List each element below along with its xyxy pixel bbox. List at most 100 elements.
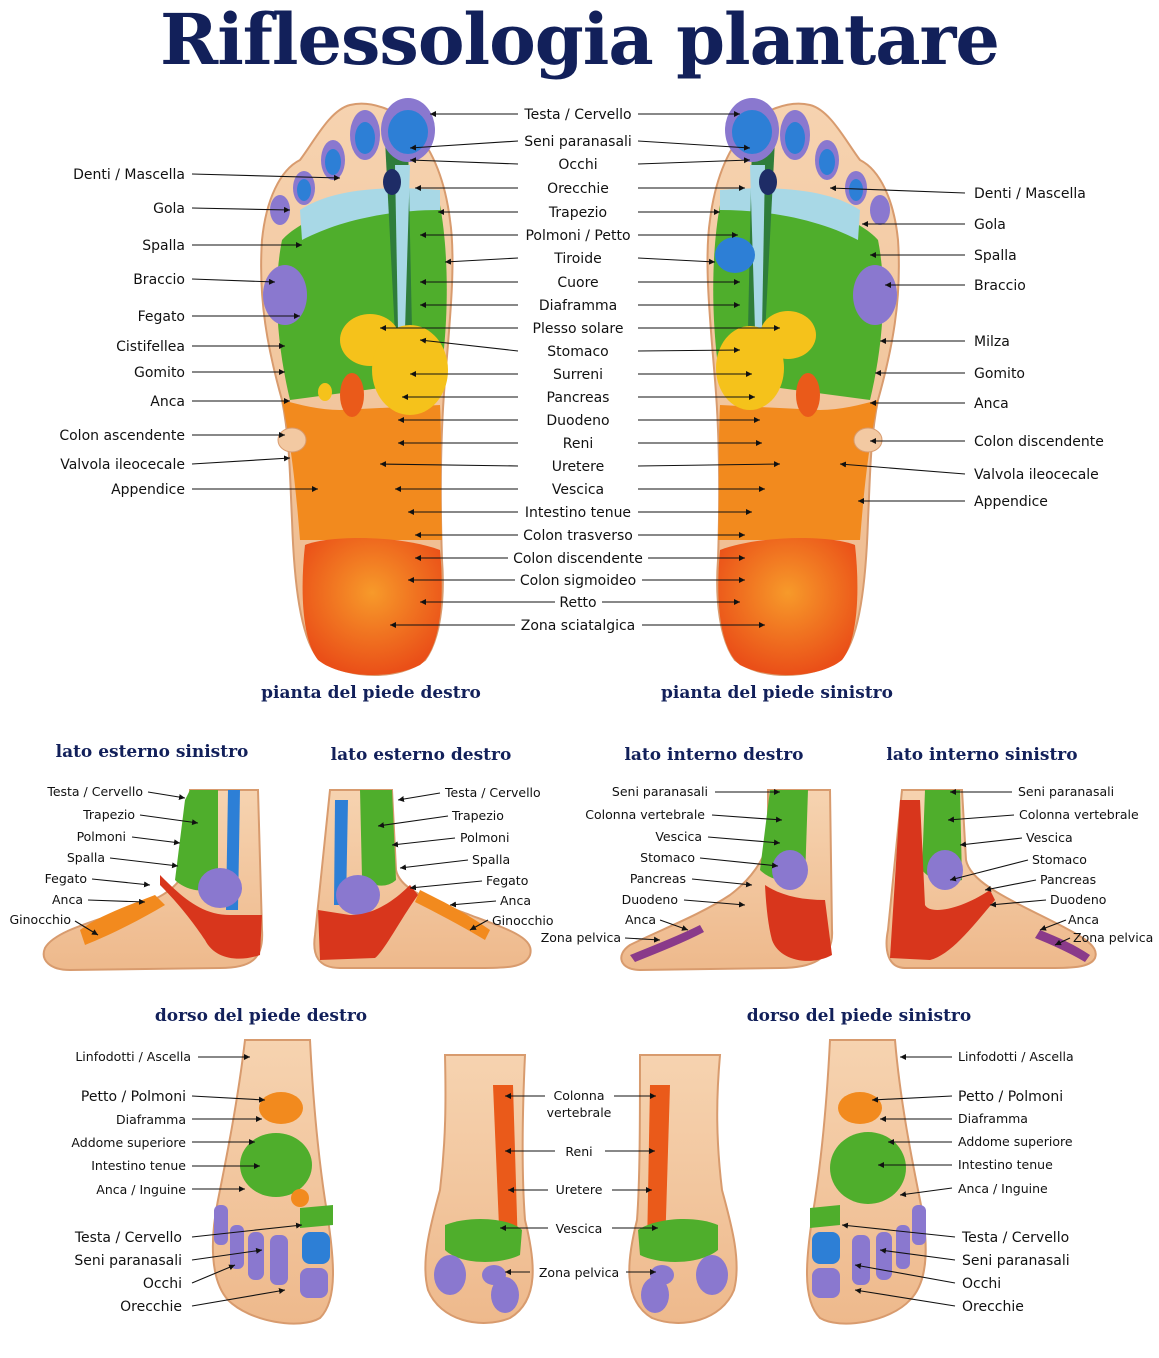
label-addome-superiore: Addome superiore (958, 1134, 1073, 1149)
label-trapezio: Trapezio (82, 807, 135, 822)
label-denti-mascella: Denti / Mascella (73, 167, 185, 183)
label-zona-sciatalgica: Zona sciatalgica (521, 618, 636, 634)
label-seni-paranasali: Seni paranasali (962, 1253, 1070, 1269)
label-colonna-vertebrale: Colonna vertebrale (585, 807, 705, 822)
label-spalla: Spalla (974, 248, 1017, 264)
label-tiroide: Tiroide (553, 251, 601, 267)
label-seni-paranasali: Seni paranasali (524, 134, 632, 150)
inner-right-labels: Seni paranasali Colonna vertebrale Vesci… (541, 784, 708, 945)
back-center-labels: Colonna vertebrale Reni Uretere Vescica … (539, 1088, 619, 1280)
label-appendice: Appendice (111, 482, 185, 498)
label-testa-cervello: Testa / Cervello (444, 785, 541, 800)
label-colon-discendente: Colon discendente (513, 551, 643, 567)
dorsal-left-foot (806, 1039, 927, 1325)
section-inner-left: lato interno sinistro (886, 745, 1077, 765)
label-orecchie: Orecchie (120, 1299, 182, 1315)
label-polmoni-petto: Polmoni / Petto (525, 228, 630, 244)
inner-left-labels: Seni paranasali Colonna vertebrale Vesci… (1018, 784, 1153, 945)
sole-left-foot (706, 98, 900, 676)
dorsal-right-leader-lines (191, 1054, 303, 1307)
label-anca: Anca (974, 396, 1009, 412)
label-diaframma: Diaframma (539, 298, 617, 314)
page-title: Riflessologia plantare (160, 0, 1000, 81)
label-cistifellea: Cistifellea (116, 339, 185, 355)
label-colon-ascendente: Colon ascendente (59, 428, 185, 444)
label-anca: Anca (52, 892, 83, 907)
label-reni: Reni (563, 436, 593, 452)
label-colon-sigmoideo: Colon sigmoideo (520, 573, 636, 589)
label-trapezio: Trapezio (451, 808, 504, 823)
label-duodeno: Duodeno (546, 413, 609, 429)
label-stomaco: Stomaco (1032, 852, 1087, 867)
label-denti-mascella: Denti / Mascella (974, 186, 1086, 202)
label-orecchie: Orecchie (547, 181, 609, 197)
label-anca: Anca (150, 394, 185, 410)
label-fegato: Fegato (486, 873, 528, 888)
dorsal-right-foot (211, 1039, 334, 1325)
label-reni: Reni (565, 1144, 592, 1159)
label-seni-paranasali: Seni paranasali (612, 784, 708, 799)
label-polmoni: Polmoni (460, 830, 509, 845)
label-occhi: Occhi (962, 1276, 1001, 1292)
section-sole-right: pianta del piede destro (261, 683, 481, 703)
outer-right-leader-lines (377, 792, 497, 931)
label-gola: Gola (974, 217, 1006, 233)
label-retto: Retto (559, 595, 596, 611)
section-sole-left: pianta del piede sinistro (661, 683, 893, 703)
label-plesso-solare: Plesso solare (533, 321, 624, 337)
label-vescica: Vescica (556, 1221, 603, 1236)
label-spalla: Spalla (142, 238, 185, 254)
label-ginocchio: Ginocchio (492, 913, 554, 928)
label-occhi: Occhi (143, 1276, 182, 1292)
label-duodeno: Duodeno (622, 892, 678, 907)
back-leader-lines (500, 1093, 658, 1275)
label-intestino-tenue: Intestino tenue (525, 505, 631, 521)
label-colonna: Colonna (553, 1088, 604, 1103)
section-outer-left: lato esterno sinistro (56, 742, 249, 762)
label-polmoni: Polmoni (77, 829, 126, 844)
sole-center-leader-lines (379, 111, 781, 628)
label-anca: Anca (625, 912, 656, 927)
label-colon-discendente: Colon discendente (974, 434, 1104, 450)
sole-right-foot (260, 98, 454, 676)
label-petto-polmoni: Petto / Polmoni (958, 1089, 1063, 1105)
label-testa-cervello: Testa / Cervello (46, 784, 143, 799)
label-trapezio: Trapezio (548, 205, 607, 221)
section-inner-right: lato interno destro (624, 745, 803, 765)
section-titles: pianta del piede destro pianta del piede… (56, 683, 1078, 1026)
sole-left-side-leader-lines (191, 173, 341, 492)
label-spalla: Spalla (472, 852, 510, 867)
label-linfodotti-ascella: Linfodotti / Ascella (75, 1049, 191, 1064)
label-valvola-ileocecale: Valvola ileocecale (60, 457, 185, 473)
label-vescica: Vescica (552, 482, 604, 498)
label-pancreas: Pancreas (547, 390, 610, 406)
label-zona-pelvica: Zona pelvica (1073, 930, 1153, 945)
label-intestino-tenue: Intestino tenue (91, 1158, 186, 1173)
inner-right-leader-lines (624, 789, 783, 943)
label-vertebrale: vertebrale (547, 1105, 612, 1120)
outer-left-labels: Testa / Cervello Trapezio Polmoni Spalla… (9, 784, 143, 927)
label-seni-paranasali: Seni paranasali (74, 1253, 182, 1269)
label-vescica: Vescica (1026, 830, 1073, 845)
label-linfodotti-ascella: Linfodotti / Ascella (958, 1049, 1074, 1064)
label-seni-paranasali: Seni paranasali (1018, 784, 1114, 799)
label-braccio: Braccio (974, 278, 1026, 294)
label-gola: Gola (153, 201, 185, 217)
label-gomito: Gomito (134, 365, 185, 381)
outer-right-labels: Testa / Cervello Trapezio Polmoni Spalla… (444, 785, 554, 928)
label-uretere: Uretere (552, 459, 604, 475)
dorsal-right-labels: Linfodotti / Ascella Petto / Polmoni Dia… (71, 1049, 191, 1315)
outer-left-leader-lines (74, 791, 199, 936)
label-stomaco: Stomaco (640, 850, 695, 865)
section-dorsal-left: dorso del piede sinistro (747, 1006, 971, 1026)
label-testa-cervello: Testa / Cervello (523, 107, 631, 123)
label-anca: Anca (500, 893, 531, 908)
label-zona-pelvica: Zona pelvica (541, 930, 621, 945)
label-fegato: Fegato (45, 871, 87, 886)
label-vescica: Vescica (655, 829, 702, 844)
label-surreni: Surreni (553, 367, 603, 383)
label-milza: Milza (974, 334, 1010, 350)
label-valvola-ileocecale: Valvola ileocecale (974, 467, 1099, 483)
dorsal-left-labels: Linfodotti / Ascella Petto / Polmoni Dia… (958, 1049, 1074, 1315)
